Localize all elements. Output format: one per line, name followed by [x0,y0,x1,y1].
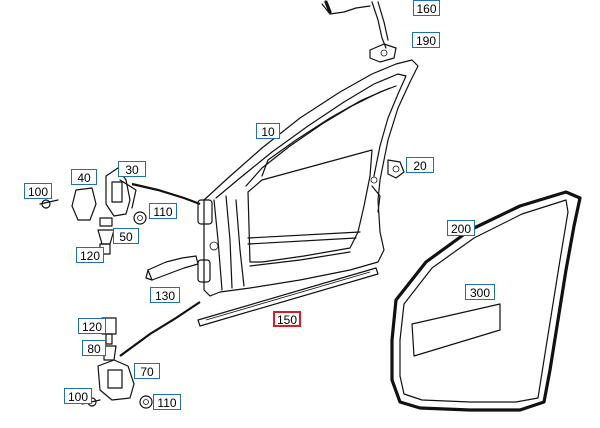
upper-hinge-assembly [39,167,201,255]
door-sill-seal-strip [197,267,379,327]
callout-200[interactable]: 200 [447,220,475,236]
callout-100-upper[interactable]: 100 [24,183,52,199]
callout-130[interactable]: 130 [150,287,180,303]
callout-160[interactable]: 160 [413,0,440,16]
callout-100-lower[interactable]: 100 [64,388,92,404]
door-weatherstrip-seal [390,190,582,412]
callout-190[interactable]: 190 [412,32,440,48]
callout-120-upper[interactable]: 120 [76,247,104,263]
callout-300[interactable]: 300 [465,284,495,300]
door-insulation-pad [411,303,501,357]
door-shell [197,59,419,297]
callout-120-lower[interactable]: 120 [78,318,106,334]
callout-110-lower[interactable]: 110 [153,394,181,410]
callout-70[interactable]: 70 [134,363,160,379]
callout-10[interactable]: 10 [256,123,280,139]
callout-110-upper[interactable]: 110 [149,203,177,219]
callout-30[interactable]: 30 [118,161,146,177]
callout-20[interactable]: 20 [406,157,434,173]
callout-40[interactable]: 40 [71,169,97,185]
window-frame-trim-parts [321,0,397,63]
callout-150-selected[interactable]: 150 [273,311,301,327]
door-check-strap [145,255,199,281]
callout-50[interactable]: 50 [113,228,139,244]
callout-80[interactable]: 80 [82,340,106,356]
